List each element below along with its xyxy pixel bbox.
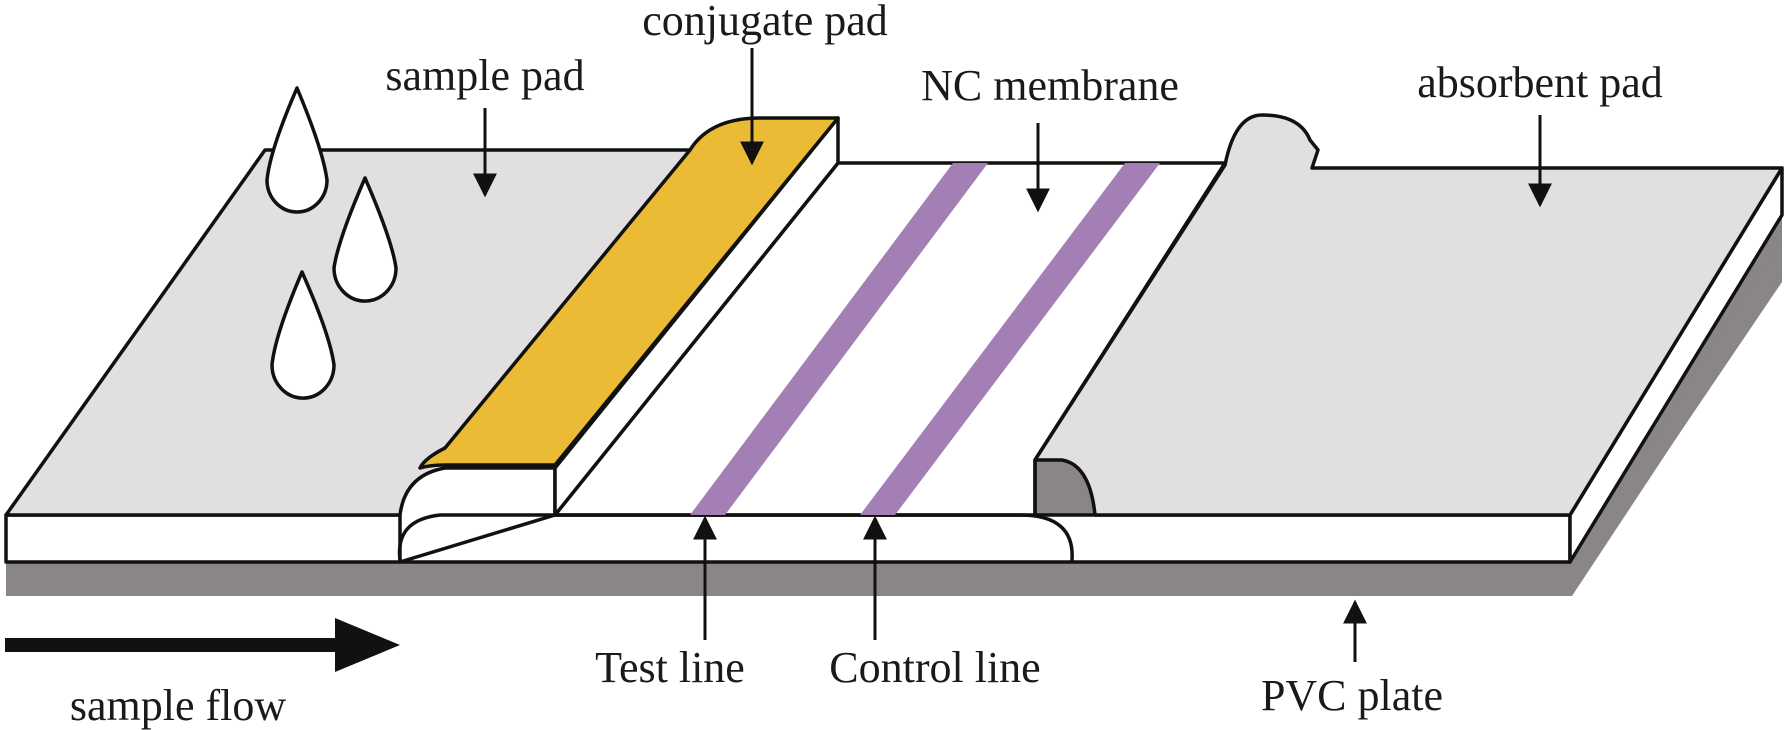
sample-pad-label: sample pad [385, 51, 584, 100]
droplet-icon [332, 176, 398, 303]
nc-membrane-label: NC membrane [921, 61, 1179, 110]
pvc-plate-front [4, 513, 1572, 564]
absorbent-pad-label: absorbent pad [1417, 58, 1663, 107]
pvc-plate-label: PVC plate [1261, 671, 1443, 720]
arrow-right-icon [5, 618, 400, 672]
conjugate-pad-label: conjugate pad [642, 0, 888, 45]
droplet-icon [265, 86, 329, 214]
control-line [860, 163, 1160, 515]
test-line [690, 163, 988, 515]
absorbent-pad [1033, 113, 1784, 517]
control-line-label: Control line [829, 643, 1040, 692]
sample-flow-label: sample flow [70, 681, 287, 730]
conjugate-pad-curl [397, 513, 1074, 562]
conjugate-pad [418, 116, 840, 470]
droplet-icon [270, 270, 336, 400]
test-line-label: Test line [595, 643, 745, 692]
